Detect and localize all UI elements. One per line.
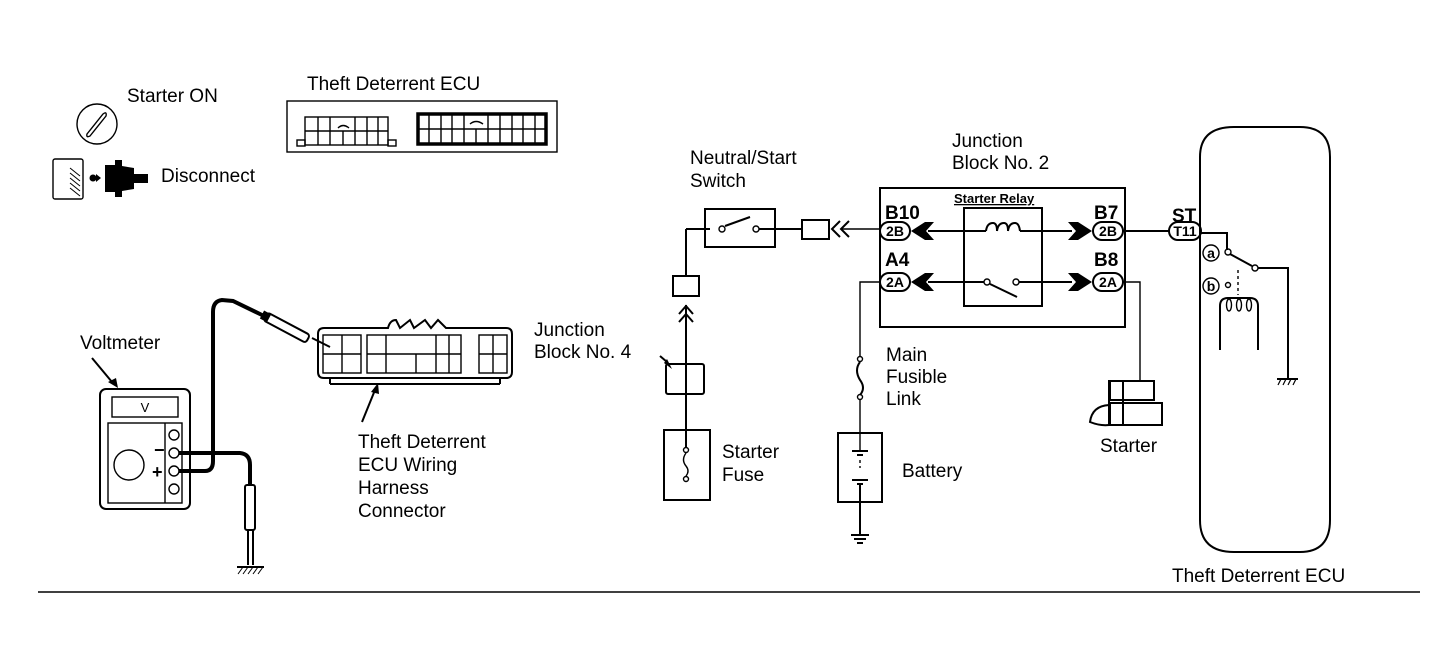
terminal-chevrons bbox=[911, 222, 1092, 291]
contact-b: b bbox=[1202, 277, 1220, 295]
svg-text:Main: Main bbox=[886, 345, 927, 366]
contact-a: a bbox=[1202, 244, 1220, 262]
connector-arrows bbox=[830, 220, 880, 238]
starter-fuse-label: Starter Fuse bbox=[722, 442, 780, 486]
svg-text:Block No. 2: Block No. 2 bbox=[952, 153, 1049, 174]
fusible-link-label: Main Fusible Link bbox=[886, 345, 947, 410]
neutral-start-switch bbox=[704, 208, 802, 248]
neutral-start-switch-label: Neutral/Start Switch bbox=[690, 148, 797, 192]
pointer-arrow bbox=[91, 357, 118, 388]
positive-test-lead bbox=[179, 297, 331, 473]
pin-b10: B10 bbox=[885, 203, 920, 224]
svg-text:2A: 2A bbox=[886, 274, 904, 290]
svg-text:Harness: Harness bbox=[358, 478, 429, 499]
svg-text:T11: T11 bbox=[1173, 223, 1197, 239]
connector-plug bbox=[801, 219, 830, 240]
ecu-label: Theft Deterrent ECU bbox=[1172, 566, 1345, 587]
fuse-icon bbox=[682, 446, 690, 483]
svg-text:ECU Wiring: ECU Wiring bbox=[358, 455, 457, 476]
svg-text:Junction: Junction bbox=[952, 131, 1023, 152]
connector-2a-right: 2A bbox=[1092, 272, 1124, 292]
terminal-4 bbox=[168, 483, 180, 495]
ecu-harness-connector bbox=[317, 318, 513, 385]
terminal-minus bbox=[168, 447, 180, 459]
connector-2b-left: 2B bbox=[879, 221, 911, 241]
junction-block-2 bbox=[879, 187, 1126, 328]
ground-icon bbox=[851, 534, 869, 544]
fusible-link-icon bbox=[856, 355, 864, 401]
relay-switch-icon bbox=[983, 278, 1020, 298]
terminal-1 bbox=[168, 429, 180, 441]
negative-test-lead bbox=[179, 451, 256, 565]
starter-label: Starter bbox=[1100, 436, 1158, 457]
voltmeter-label: Voltmeter bbox=[80, 333, 161, 354]
connector-disconnect-icon bbox=[52, 158, 148, 200]
theft-deterrent-ecu-body bbox=[1199, 126, 1331, 553]
connector-plug bbox=[672, 275, 700, 297]
voltmeter-display: V bbox=[141, 400, 150, 415]
svg-text:Link: Link bbox=[886, 389, 921, 410]
terminal-plus bbox=[168, 465, 180, 477]
relay-coil-icon bbox=[985, 221, 1021, 232]
svg-text:Fusible: Fusible bbox=[886, 367, 947, 388]
minus-sign: − bbox=[154, 440, 165, 460]
junction-block-4-label: Junction Block No. 4 bbox=[534, 320, 632, 363]
voltmeter: V − + bbox=[99, 388, 191, 510]
svg-text:a: a bbox=[1207, 245, 1215, 261]
svg-text:2B: 2B bbox=[886, 223, 904, 239]
starter-relay-label: Starter Relay bbox=[954, 191, 1035, 206]
ground-hatch-icon bbox=[237, 566, 264, 575]
ecu-connector-view bbox=[286, 100, 558, 153]
disconnect-label: Disconnect bbox=[161, 166, 256, 187]
connector-2b-right: 2B bbox=[1092, 221, 1124, 241]
battery-label: Battery bbox=[902, 461, 963, 482]
pin-a4: A4 bbox=[885, 250, 910, 271]
ground-hatch-icon bbox=[1277, 378, 1298, 386]
plus-sign: + bbox=[152, 462, 163, 482]
ecu-top-title: Theft Deterrent ECU bbox=[307, 74, 480, 95]
svg-text:Junction: Junction bbox=[534, 320, 605, 341]
svg-text:Theft Deterrent: Theft Deterrent bbox=[358, 432, 486, 453]
ignition-key-icon bbox=[76, 103, 118, 145]
pin-b7: B7 bbox=[1094, 203, 1118, 224]
ecu-relay-coil-icon bbox=[1219, 297, 1259, 350]
ecu-terminal-t11: T11 bbox=[1168, 221, 1202, 241]
harness-connector-label: Theft Deterrent ECU Wiring Harness Conne… bbox=[358, 432, 486, 522]
svg-text:2B: 2B bbox=[1099, 223, 1117, 239]
pointer-arrow bbox=[361, 383, 379, 423]
svg-text:2A: 2A bbox=[1099, 274, 1117, 290]
svg-text:Switch: Switch bbox=[690, 171, 746, 192]
starter-relay bbox=[963, 207, 1043, 307]
svg-text:Fuse: Fuse bbox=[722, 465, 764, 486]
svg-text:Block No. 4: Block No. 4 bbox=[534, 342, 632, 363]
svg-text:Neutral/Start: Neutral/Start bbox=[690, 148, 797, 169]
pin-b8: B8 bbox=[1094, 250, 1118, 271]
starter-on-label: Starter ON bbox=[127, 86, 218, 107]
svg-text:b: b bbox=[1207, 278, 1216, 294]
svg-text:Connector: Connector bbox=[358, 501, 446, 522]
battery-icon bbox=[837, 432, 883, 535]
svg-text:Starter: Starter bbox=[722, 442, 780, 463]
junction-block-2-label: Junction Block No. 2 bbox=[952, 131, 1049, 174]
starter-motor-icon bbox=[1088, 380, 1163, 427]
connector-2a-left: 2A bbox=[879, 272, 911, 292]
